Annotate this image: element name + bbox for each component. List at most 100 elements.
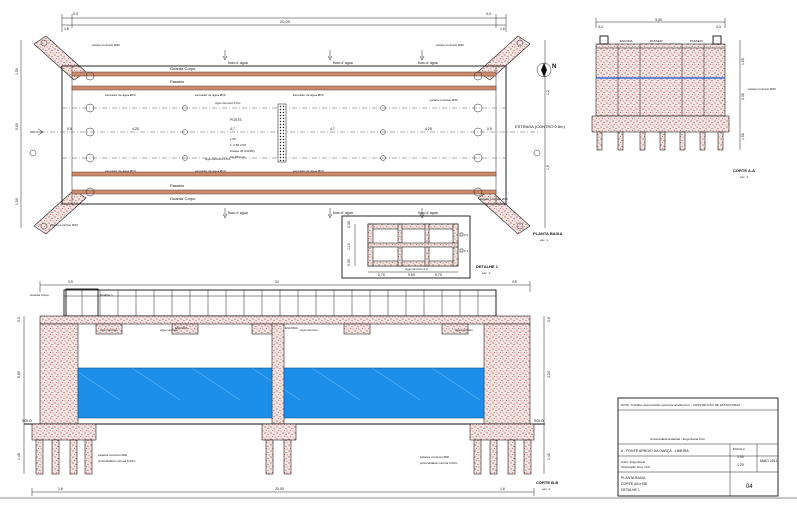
bb-beam-4: viga concreto — [455, 328, 473, 332]
detail-left-2: 1,10 — [347, 243, 351, 250]
bb-left-2: 6,80 — [17, 371, 21, 378]
bb-bottom-total: 20,00 — [275, 487, 284, 491]
detail-label: viga concreto 0,2 — [405, 267, 428, 271]
passeio-bottom-label: Passeio — [170, 183, 185, 188]
north-label: N — [552, 64, 556, 70]
tb-header: NOTA: Trabalho desenvolvido para fins ac… — [621, 402, 740, 407]
bb-piles — [35, 439, 532, 475]
aa-height-2: 0,30 — [741, 93, 745, 100]
center-label: POSTE — [230, 118, 243, 122]
flow-label-1: fluxo d' água — [228, 61, 248, 65]
stake-label-1: estaca concreto Ø40 — [92, 43, 120, 47]
tb-content-1: PLANTA BAIXA — [621, 476, 646, 480]
stake-label-2: estaca concreto Ø40 — [436, 43, 464, 47]
tb-content-2: CORTE AA e BB — [621, 482, 648, 486]
tb-scale-2: 1:25 — [737, 463, 744, 467]
detail-bottom-1: 0,70 — [378, 273, 385, 277]
span-1: 0,5 — [67, 127, 72, 131]
detail-scale: esc. 1: — [482, 271, 491, 275]
guard-top-label: Guarda Corpo — [170, 66, 196, 71]
bb-deck — [39, 315, 531, 325]
center-note-1: 1.00 — [230, 137, 236, 141]
north-arrow: N — [536, 62, 556, 78]
central-pier — [277, 103, 287, 163]
section-aa: 3,30 0,3 0,3 ESCORA PASSEIO PASSEIO laje… — [591, 18, 776, 179]
bb-left-1: 0,3 — [17, 317, 21, 322]
pile-note-1: estacas concreto Ø40 — [98, 453, 128, 457]
pile-note-3: estacas concreto Ø40 — [420, 455, 450, 459]
title-block: NOTA: Trabalho desenvolvido para fins ac… — [617, 397, 779, 497]
flow-label-6: fluxo d' água — [418, 211, 438, 215]
plan-left-width: 1,8 — [64, 27, 69, 31]
tb-scale-label: ESCALA — [733, 447, 745, 451]
bb-detail-label: Detalhe 1 — [100, 293, 113, 297]
drain-label-5: escoador de água Ø10 — [195, 169, 226, 173]
detail-bottom-3: 0,70 — [435, 273, 442, 277]
tb-author-1: Autor: Engenharia — [621, 460, 646, 464]
bb-right-1: 0,8 — [547, 317, 551, 322]
plan-total-length: 20,00 — [280, 19, 291, 24]
bb-cap-right — [469, 423, 535, 441]
bb-level-right: SOLO — [534, 419, 544, 423]
plan-right-width: 1,6 — [500, 27, 505, 31]
deck-outline — [61, 65, 507, 205]
drain-label-6: escoador de água Ø10 — [293, 169, 324, 173]
bb-total: 20 — [275, 280, 279, 284]
bb-central-pier — [271, 323, 285, 425]
aa-pile-cap — [591, 115, 730, 133]
detail-callout-1: 0,2 — [464, 233, 469, 237]
center-note-3: Classe 45 (24/36t) — [230, 149, 255, 153]
detail-frame — [341, 215, 471, 279]
center-note-4: fck 350 kgf — [230, 155, 245, 159]
aa-left-dim: 0,3 — [598, 25, 603, 29]
plan-title: PLANTA BAIXA — [533, 231, 562, 236]
aa-height-3: 1,50 — [741, 133, 745, 140]
flow-label-5: fluxo d' água — [333, 211, 353, 215]
span-6: 0,5 — [487, 127, 492, 131]
aa-height-1: 1,20 — [741, 58, 745, 65]
flow-label-3: fluxo d' água — [418, 61, 438, 65]
plan-end-offset-right: 0,3 — [486, 12, 491, 16]
drain-label-4: escoador de água Ø10 — [105, 169, 136, 173]
flow-label-2: fluxo d' água — [333, 61, 353, 65]
plan-width-total: 5,00 — [15, 123, 19, 130]
bb-scale: esc. 1: — [542, 487, 551, 491]
aa-right-dim: 0,3 — [716, 25, 721, 29]
flow-label-4: fluxo d' água — [228, 211, 248, 215]
bb-rail-posts — [63, 290, 497, 316]
aa-label-3: PASSEIO — [690, 39, 704, 43]
beam-label-2: viga concreto 0.6m — [205, 157, 231, 161]
plan-right-side-1: 1,2 — [546, 90, 550, 95]
bb-right-2: 4,20 — [547, 371, 551, 378]
water-left — [77, 367, 273, 419]
bb-right-3: 1,45 — [547, 453, 551, 460]
curb-bottom — [71, 171, 497, 177]
detail-title: DETALHE 1 — [476, 264, 499, 269]
pile-note-4: profundidade mínima 6,00m — [420, 461, 458, 465]
aa-piles — [596, 131, 724, 151]
tb-content-3: DETALHE 1 — [621, 488, 640, 492]
aa-callout: estaca concreto Ø40 — [748, 87, 776, 91]
bb-bottom-left: 1,6 — [58, 487, 63, 491]
bb-level-left: SOLO — [22, 419, 32, 423]
span-4: 4,7 — [330, 127, 335, 131]
span-3: 4,7 — [230, 127, 235, 131]
drain-label-3: escoador de água Ø10 — [293, 93, 324, 97]
detail-callout-2: 0,1 — [464, 249, 469, 253]
drain-label-1: escoador de água Ø10 — [105, 93, 136, 97]
passeio-top-label: Passeio — [170, 79, 185, 84]
detail-left-3: 0,30 — [347, 259, 351, 266]
bb-beam-2: viga concreto — [160, 328, 178, 332]
water-right — [283, 367, 485, 419]
bb-beam-1: viga concreto — [100, 328, 118, 332]
bb-cap-center — [261, 423, 297, 441]
plan-left-side-1: 1,50 — [15, 68, 19, 75]
bb-escora-1: ESCORA — [175, 326, 188, 330]
bb-cap-left — [31, 423, 97, 441]
detail-1: 0,30 1,10 0,30 0,70 0,60 0,70 viga concr… — [341, 215, 499, 279]
center-note-2: 1. 0.50 2.00 — [230, 143, 246, 147]
stake-label-3: estaca concreto Ø40 — [50, 223, 78, 227]
tb-sheet-no: 04 — [746, 484, 753, 490]
